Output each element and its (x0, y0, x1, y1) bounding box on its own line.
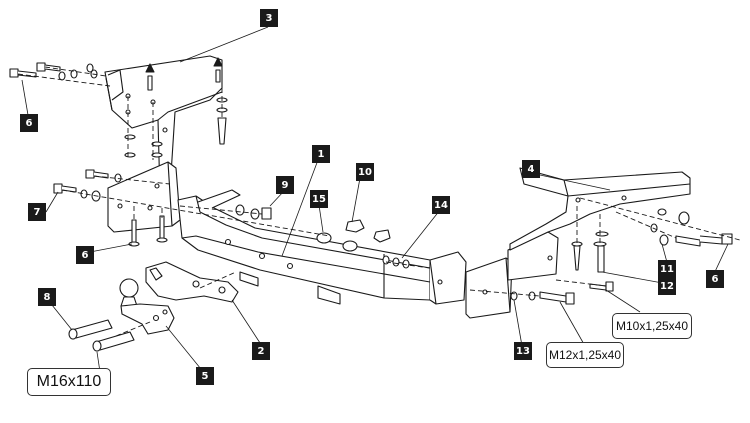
spec-m10-bolt-label: M10x1,25x40 (612, 313, 692, 339)
callout-part-2: 2 (252, 342, 270, 360)
callout-part-10: 10 (356, 163, 374, 181)
callout-part-5: 5 (196, 367, 214, 385)
callout-part-8: 8 (38, 288, 56, 306)
callout-part-1: 1 (312, 145, 330, 163)
callout-part-3: 3 (260, 9, 278, 27)
callout-part-6: 6 (76, 246, 94, 264)
hardware-bolts (9, 57, 733, 352)
right-upper-bracket (509, 167, 691, 251)
callout-part-9: 9 (276, 176, 294, 194)
callout-part-15: 15 (310, 190, 328, 208)
left-side-plate (107, 161, 181, 233)
assembly-lines (17, 66, 741, 337)
callout-part-6: 6 (706, 270, 724, 288)
tow-ball-hitch (119, 278, 175, 335)
callout-part-13: 13 (514, 342, 532, 360)
callout-part-7: 7 (28, 203, 46, 221)
callout-part-6: 6 (20, 114, 38, 132)
drop-plate (145, 261, 239, 303)
spec-m12-bolt-label: M12x1,25x40 (546, 342, 624, 368)
callout-part-11: 11 (658, 260, 676, 278)
callout-part-14: 14 (432, 196, 450, 214)
callout-part-12: 12 (658, 277, 676, 295)
spec-m16-bolt-label: M16x110 (27, 368, 111, 396)
main-cross-beam (177, 189, 467, 305)
callout-part-4: 4 (522, 160, 540, 178)
right-side-plate (465, 231, 559, 319)
